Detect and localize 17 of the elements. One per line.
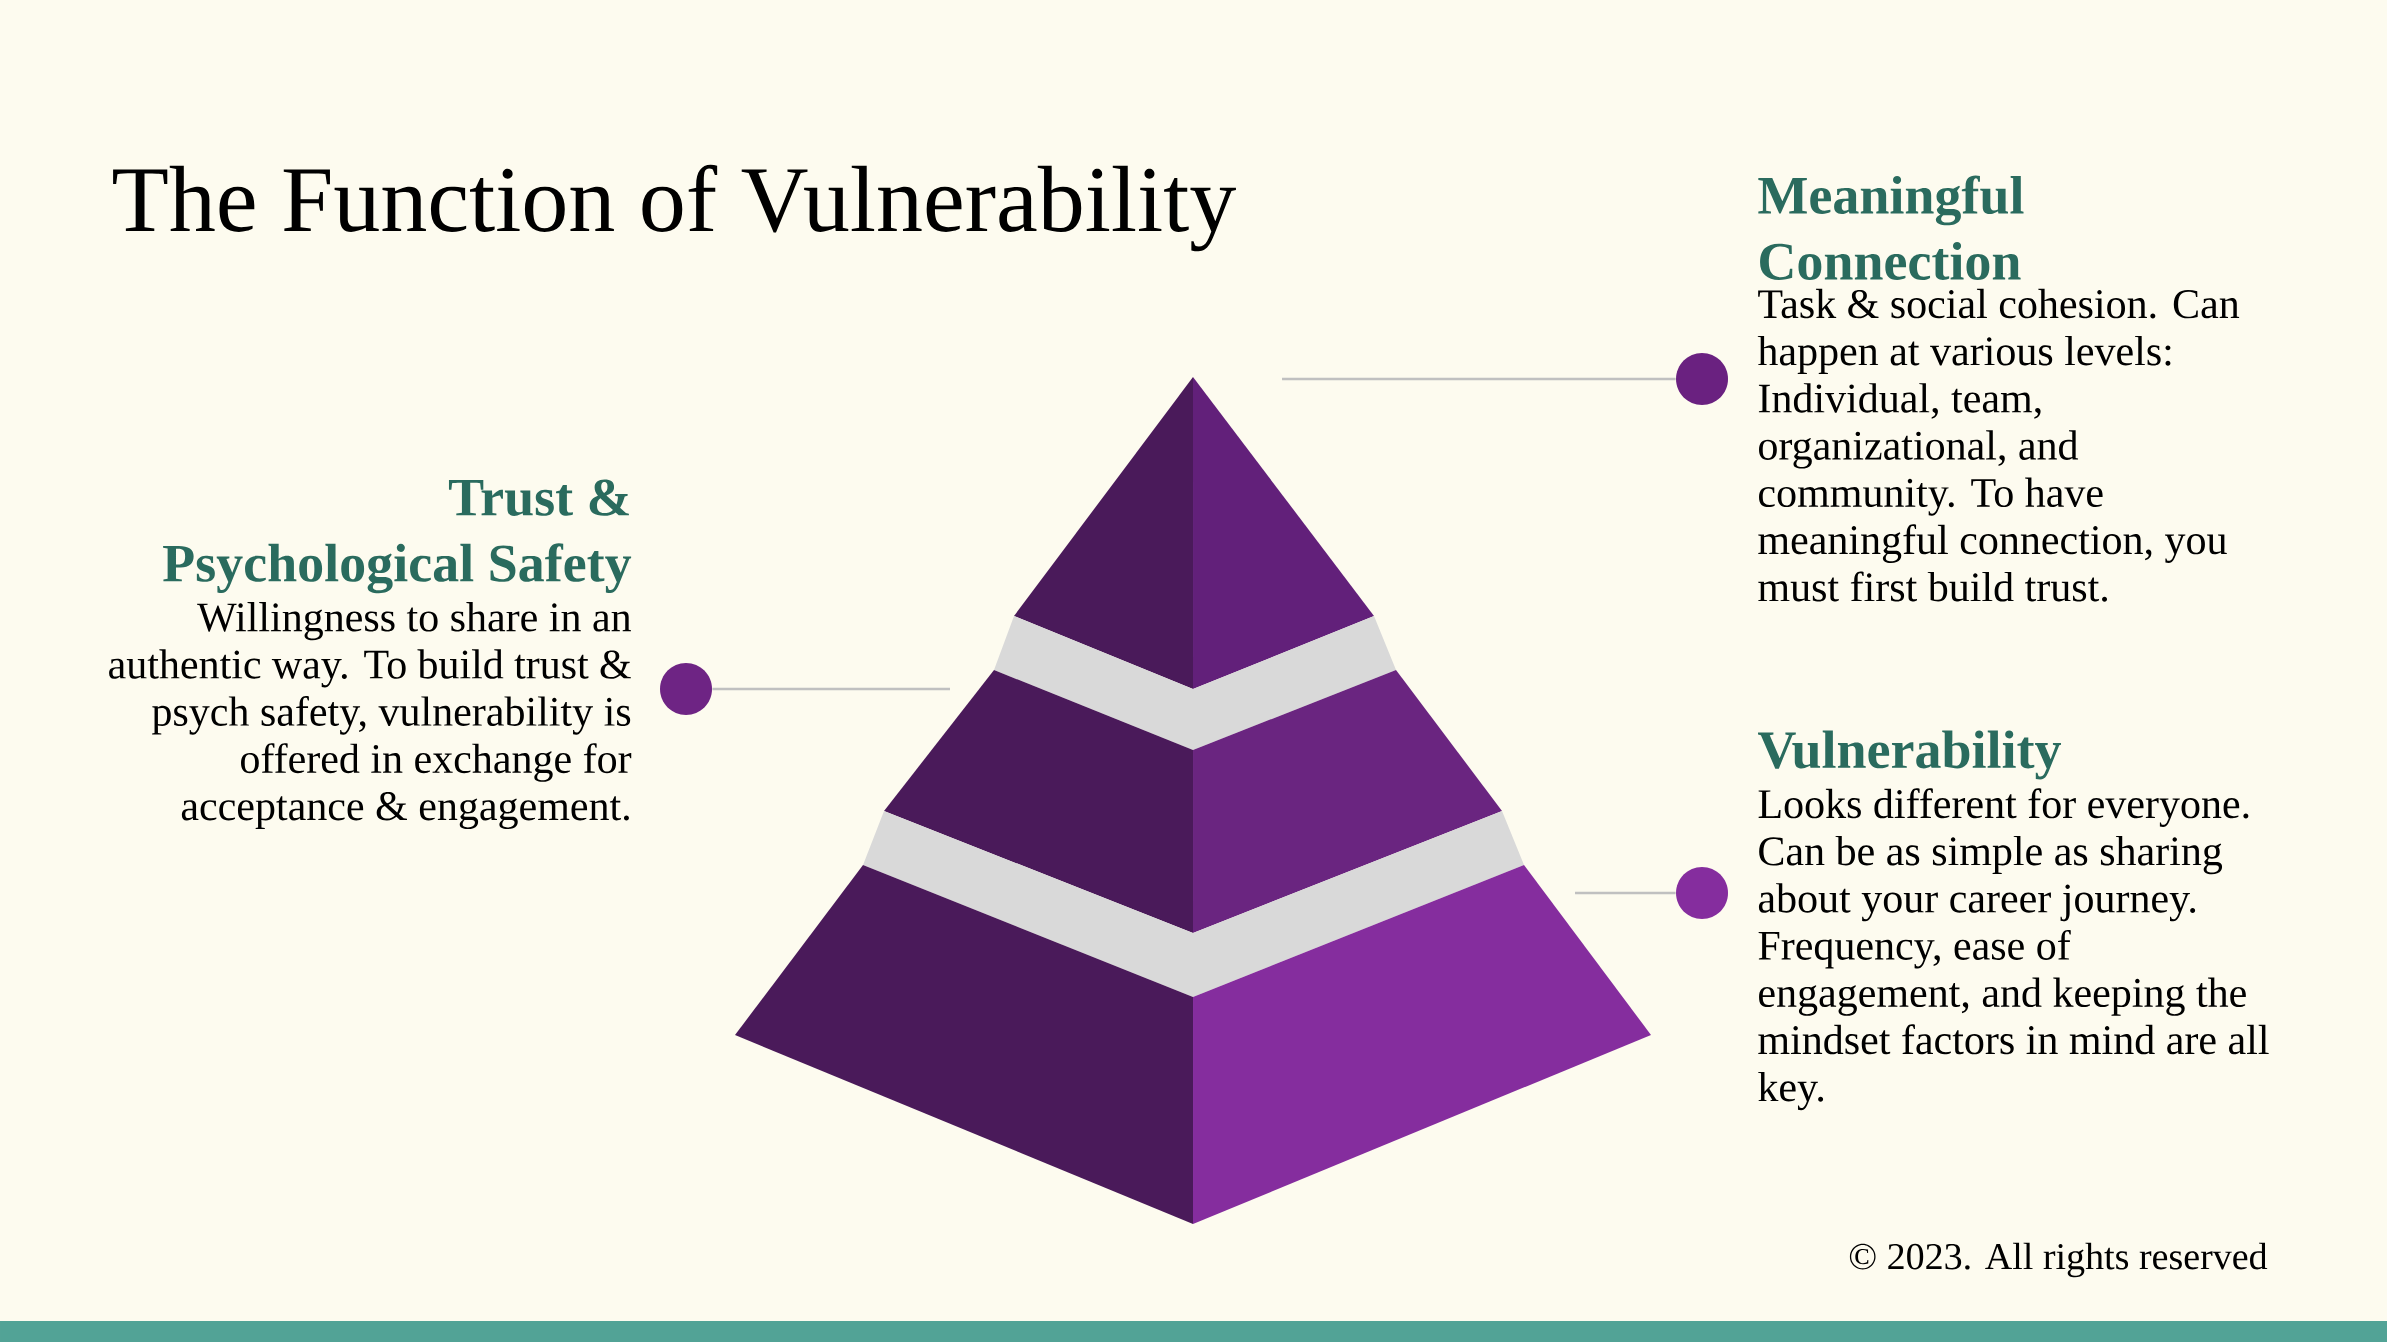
leader-line bbox=[1282, 377, 1676, 381]
dot-marker bbox=[660, 663, 712, 715]
title: The Function of Vulnerability bbox=[113, 164, 1236, 252]
section-heading: Vulnerability bbox=[1758, 730, 2061, 780]
dot-marker bbox=[1676, 867, 1728, 919]
section-heading: Meaningful Connection bbox=[1758, 175, 2024, 280]
pyramid-tier bbox=[735, 811, 1651, 1224]
pyramid-tier bbox=[884, 616, 1502, 933]
description-text: Willingness to share in an authentic way. To build trust & psych safety, vulnerability is offered in exchange for acceptance & engagement. bbox=[109, 602, 632, 830]
description-text: Looks different for everyone. Can be as simple as sharing about your career journey. Frequency, ease of engagement, and keeping the mindset factors in mind are all key. bbox=[1758, 788, 2269, 1111]
leader-line bbox=[1575, 891, 1676, 895]
leader-line bbox=[712, 687, 950, 691]
copyright-note: © 2023. All rights reserved bbox=[1849, 1242, 2268, 1278]
dot-marker bbox=[1676, 353, 1728, 405]
section-heading: Trust & Psychological Safety bbox=[163, 479, 632, 594]
description-text: Task & social cohesion. Can happen at various levels: Individual, team, organizational, and community. To have meaningful connection, you must first build trust. bbox=[1757, 288, 2240, 602]
pyramid-tier bbox=[1014, 377, 1374, 689]
